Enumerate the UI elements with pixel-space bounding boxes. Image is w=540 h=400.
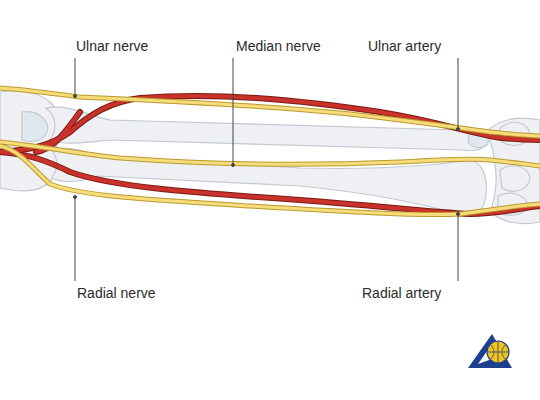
ulnar-artery [0,96,540,152]
structure-label: Radial nerve [77,285,156,302]
elbow-cartilage [22,112,48,142]
radial-nerve [0,146,540,215]
leader-dot [232,164,235,167]
leader-line [233,58,234,165]
structure-label: Ulnar nerve [76,38,148,55]
leader-dot [74,196,77,199]
median-nerve [0,142,540,166]
arteries [0,96,540,214]
ulnar-nerve [0,88,540,136]
nerves [0,88,540,215]
leader-line [458,214,459,281]
leader-line [75,58,76,96]
logo-globe [487,341,509,363]
logo-triangle [468,334,512,368]
leader-lines [74,58,460,281]
leader-dot [457,128,460,131]
leader-line [75,197,76,281]
publisher-logo [468,334,512,368]
ulna-bone [46,107,486,151]
carpal-bone [500,166,530,191]
structure-label: Radial artery [362,285,441,302]
leader-line [458,58,459,129]
bones [0,91,540,224]
structure-label: Median nerve [236,38,321,55]
structure-label: Ulnar artery [368,38,441,55]
leader-dot [74,95,77,98]
leader-dot [457,213,460,216]
logo-globe-grid [487,341,509,363]
